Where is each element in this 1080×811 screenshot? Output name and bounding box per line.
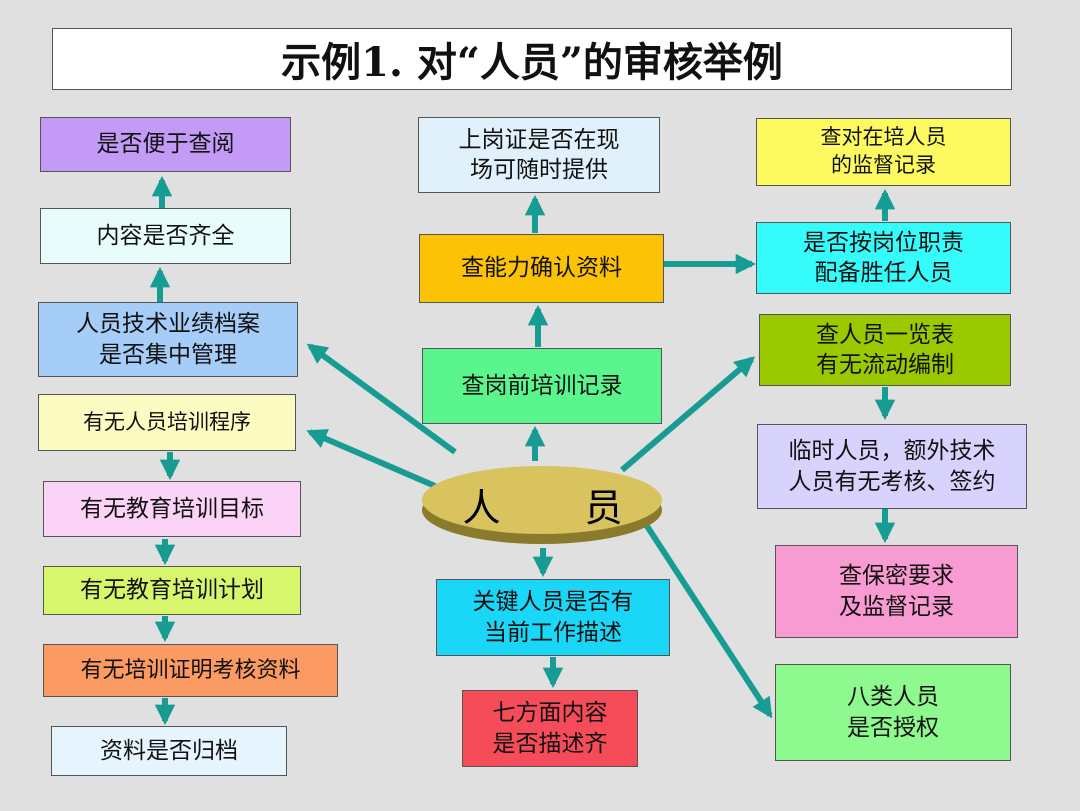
arrow-center-right-6 — [642, 521, 773, 719]
middle-box-1: 上岗证是否在现 场可随时提供 — [418, 117, 660, 193]
middle-box-5: 七方面内容 是否描述齐 — [462, 690, 638, 767]
left-box-8: 资料是否归档 — [51, 726, 287, 776]
right-box-1: 查对在培人员 的监督记录 — [756, 118, 1011, 186]
left-box-4: 有无人员培训程序 — [38, 394, 296, 451]
page-title: 示例1. 对“人员”的审核举例 — [52, 28, 1012, 90]
right-box-6: 八类人员 是否授权 — [775, 664, 1011, 761]
right-box-3: 查人员一览表 有无流动编制 — [759, 314, 1011, 386]
arrow-center-right-3 — [620, 356, 756, 473]
middle-box-4: 关键人员是否有 当前工作描述 — [436, 579, 670, 656]
left-box-7: 有无培训证明考核资料 — [43, 644, 338, 697]
center-node-label: 人 员 — [462, 485, 659, 530]
arrow-center-left-4 — [306, 429, 437, 489]
right-box-2: 是否按岗位职责 配备胜任人员 — [756, 222, 1011, 294]
left-box-2: 内容是否齐全 — [40, 208, 291, 264]
right-box-4: 临时人员，额外技术 人员有无考核、签约 — [757, 424, 1027, 509]
middle-box-3: 查岗前培训记录 — [422, 348, 662, 424]
center-node-shape — [422, 466, 662, 544]
left-box-1: 是否便于查阅 — [40, 117, 291, 172]
middle-box-2: 查能力确认资料 — [419, 234, 664, 303]
left-box-3: 人员技术业绩档案 是否集中管理 — [38, 302, 298, 377]
arrow-center-left-3 — [306, 343, 457, 455]
right-box-5: 查保密要求 及监督记录 — [775, 545, 1018, 638]
left-box-5: 有无教育培训目标 — [43, 481, 301, 537]
left-box-6: 有无教育培训计划 — [43, 566, 301, 615]
